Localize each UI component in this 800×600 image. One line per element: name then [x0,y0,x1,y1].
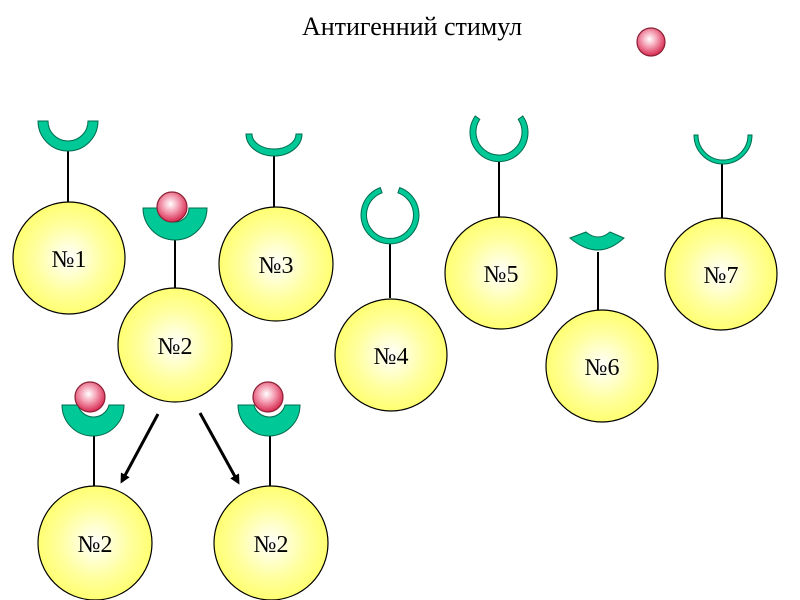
cell-body [218,206,334,322]
cell-label: №1 [52,247,87,273]
receptor-thin-cup [245,133,303,157]
receptor-ring [469,115,529,162]
cell-label: №2 [158,334,193,360]
bound-antigen [74,381,106,413]
lymphocyte-6: №6 [545,231,659,423]
lymphocyte-2-clone-right: №2 [213,381,329,600]
cell-label: №6 [585,355,620,381]
receptor-shallow-cup [37,120,99,152]
bound-antigen [252,381,284,413]
lymphocyte-2-clone-left: №2 [37,381,153,600]
receptor-open-ring [360,186,420,245]
bound-antigen [156,191,188,223]
receptor-notched-cap [569,231,625,251]
lymphocyte-1: №1 [12,120,126,315]
cell-body [12,201,126,315]
cell-body [37,485,153,600]
cell-body [117,287,233,403]
lymphocyte-3: №3 [218,133,334,322]
cell-body [334,298,448,412]
lymphocyte-4: №4 [334,186,448,412]
proliferation-arrow-right [198,412,240,485]
lymphocyte-5: №5 [444,115,558,330]
cell-label: №5 [484,262,519,288]
cell-label: №4 [374,344,409,370]
free-antigen [636,27,666,57]
receptor-deep-cup [61,404,125,437]
cell-body [444,216,558,330]
cell-label: №2 [254,532,289,558]
proliferation-arrow-left [120,413,160,484]
cell-body [664,217,778,331]
cell-body [545,309,659,423]
receptor-wide-cup [693,134,753,165]
lymphocyte-2-selected: №2 [117,191,233,403]
cell-body [213,485,329,600]
cell-label: №7 [704,263,739,289]
cell-label: №3 [259,253,294,279]
cell-label: №2 [78,532,113,558]
diagram-title: Антигенний стимул [302,12,522,41]
receptor-deep-cup [237,404,301,437]
lymphocyte-7: №7 [664,134,778,331]
